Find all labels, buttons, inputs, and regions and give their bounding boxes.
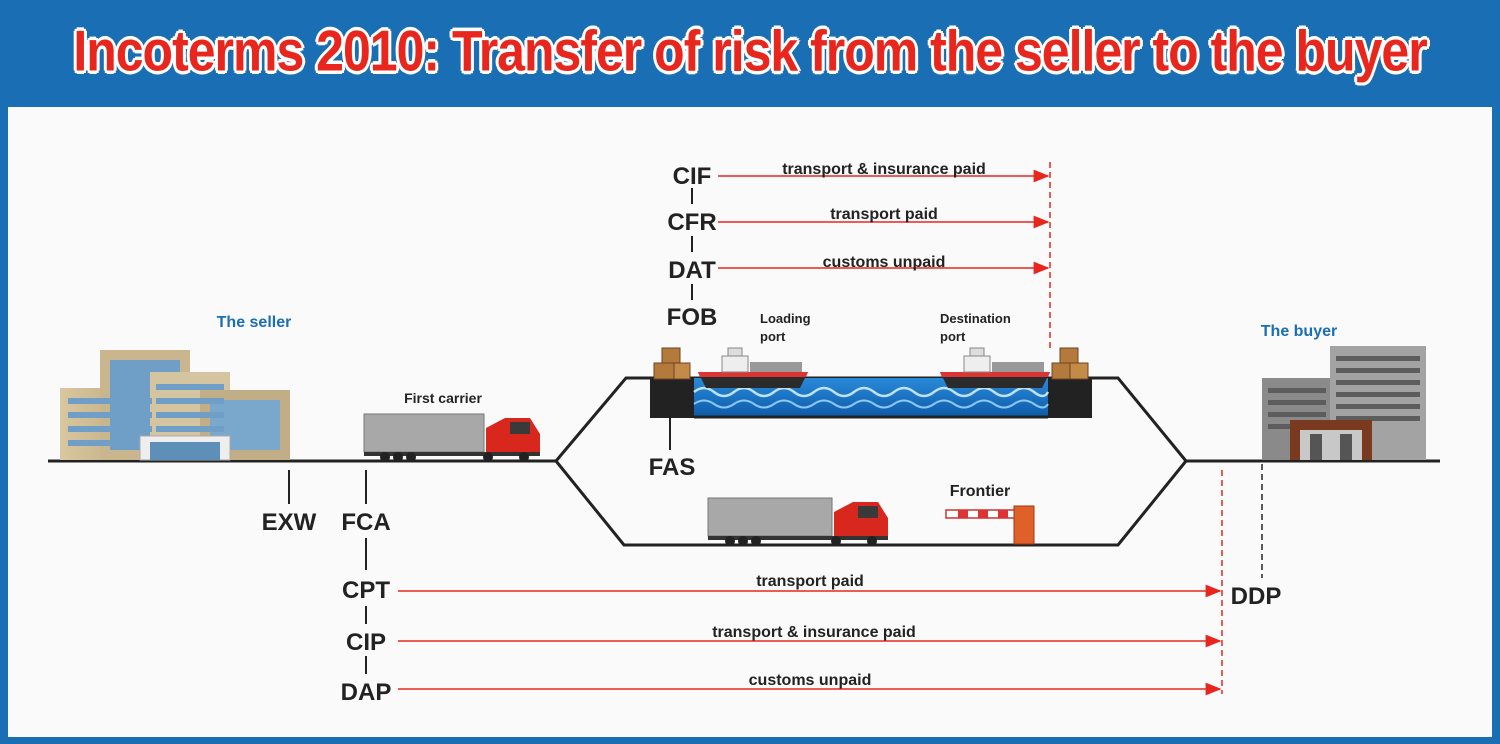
land-terms-stack [288, 464, 1263, 696]
loading-port-label-line1: Loading [760, 311, 811, 326]
term-cfr: CFR [667, 209, 716, 236]
sea-terms-stack [669, 162, 1051, 450]
truck-icon [363, 413, 540, 462]
term-cif: CIF [673, 163, 712, 190]
buyer-label: The buyer [1261, 323, 1337, 340]
cfr-arrow-label: transport paid [830, 206, 938, 223]
buyer-building-icon [1262, 346, 1426, 460]
ship-icon [698, 347, 808, 388]
term-exw: EXW [262, 509, 317, 536]
loading-port-label-line2: port [760, 329, 786, 344]
term-fas: FAS [649, 454, 696, 481]
term-cpt: CPT [342, 577, 390, 604]
dap-arrow-label: customs unpaid [749, 672, 872, 689]
term-ddp: DDP [1231, 583, 1282, 610]
term-fob: FOB [667, 304, 718, 331]
page-title: Incoterms 2010: Transfer of risk from th… [73, 18, 1427, 84]
barrier-gate-icon [945, 505, 1035, 545]
ship-icon [940, 347, 1050, 388]
term-dap: DAP [341, 679, 392, 706]
frontier-label: Frontier [950, 483, 1010, 500]
cpt-arrow-label: transport paid [756, 573, 864, 590]
seller-label: The seller [217, 314, 292, 331]
seller-building-icon [60, 350, 290, 461]
destination-port-label-line1: Destination [940, 311, 1011, 326]
dat-arrow-label: customs unpaid [823, 254, 946, 271]
term-cip: CIP [346, 629, 386, 656]
term-fca: FCA [341, 509, 390, 536]
cargo-crates-icon [653, 347, 1089, 380]
term-dat: DAT [668, 257, 716, 284]
truck-icon [707, 497, 888, 546]
cif-arrow-label: transport & insurance paid [782, 161, 986, 178]
destination-port-label-line2: port [940, 329, 966, 344]
cip-arrow-label: transport & insurance paid [712, 624, 916, 641]
first-carrier-label: First carrier [404, 390, 482, 406]
